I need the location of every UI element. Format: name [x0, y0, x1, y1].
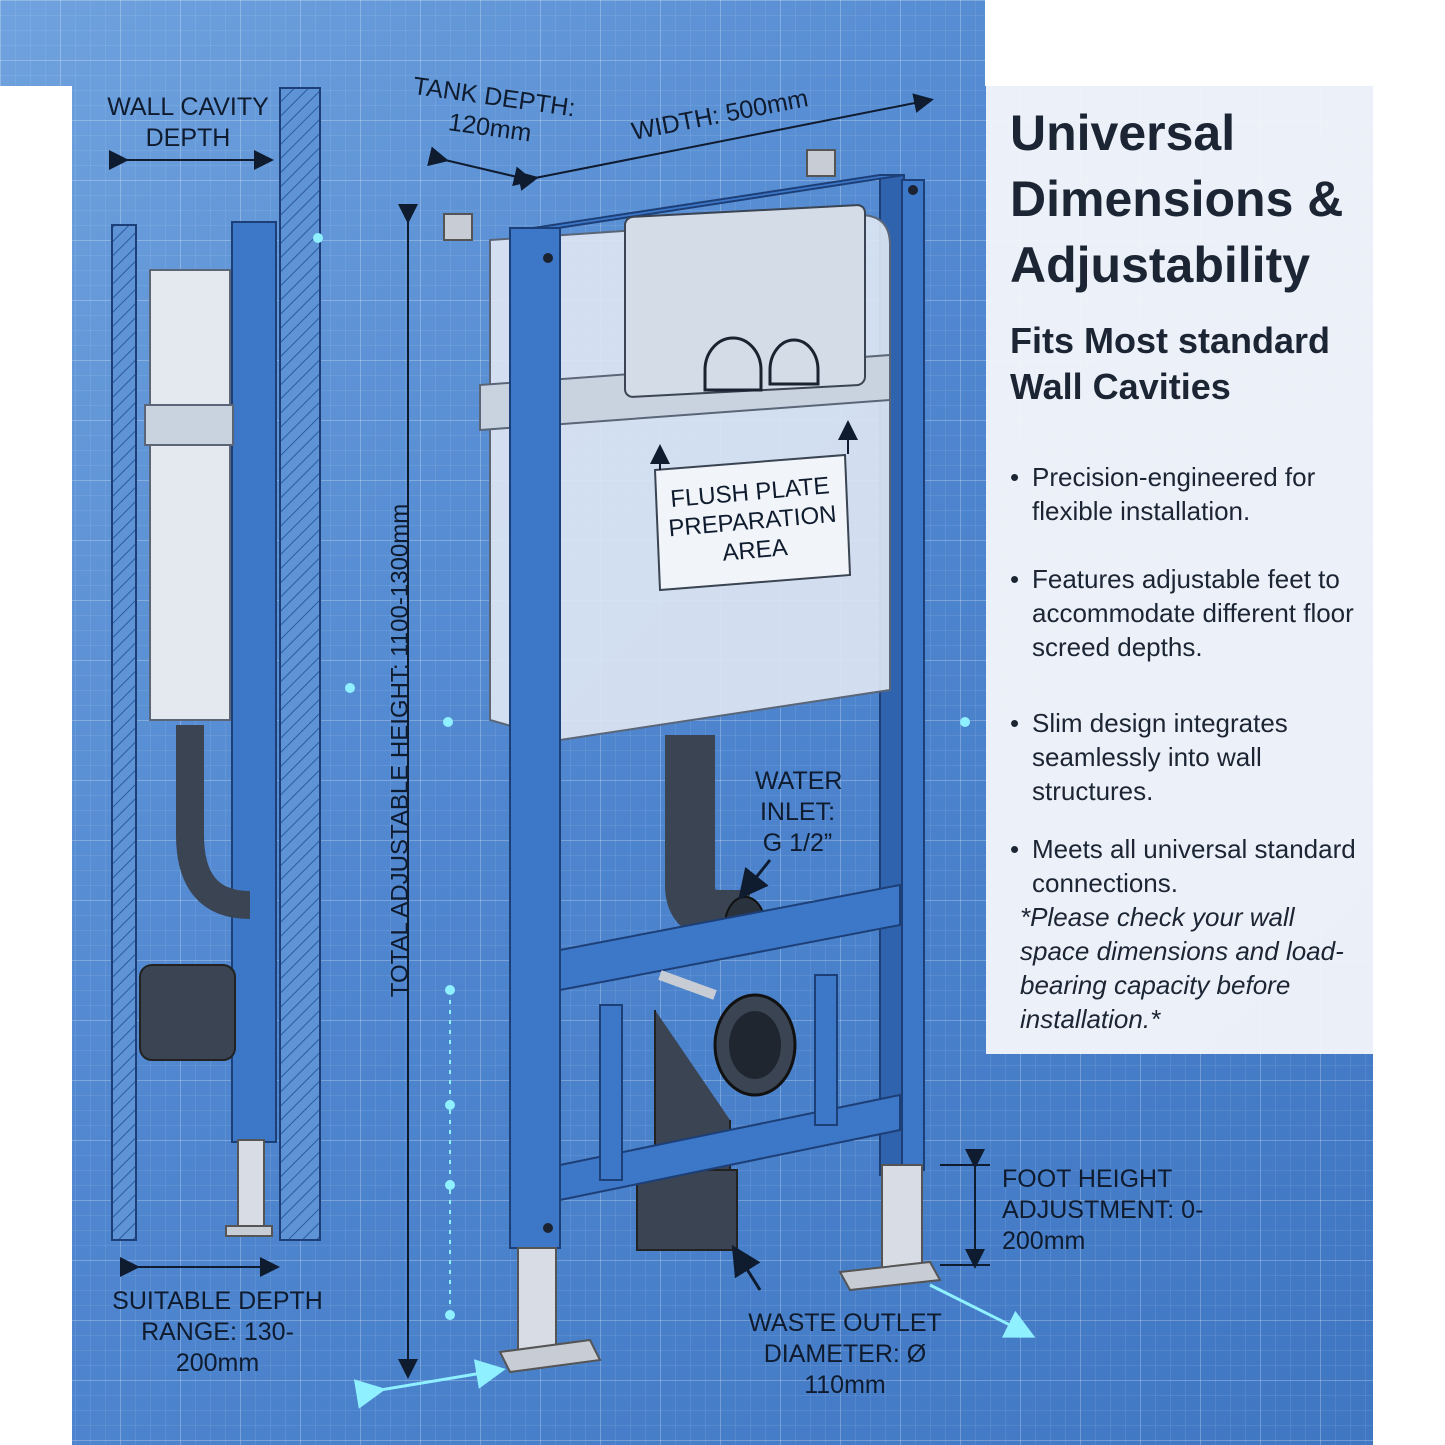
flush-button-left	[703, 336, 763, 392]
right-foot-plate	[838, 1260, 942, 1292]
wall-cavity-depth-label: WALL CAVITY DEPTH	[107, 93, 269, 152]
foot-height-label: FOOT HEIGHT ADJUSTMENT: 0-200mm	[1002, 1165, 1204, 1255]
support-rod	[658, 970, 717, 1000]
info-panel	[986, 86, 1373, 1054]
bullet-item: • Precision-engineered for flexible insta…	[1010, 460, 1370, 528]
side-frame-profile	[231, 221, 277, 1143]
bullet-text: Meets all universal standard connections…	[1032, 834, 1356, 898]
glow-guide-floor-right	[929, 1283, 1036, 1338]
left-wall-bracket	[443, 213, 473, 241]
screw-top-left	[543, 253, 553, 263]
side-waste-pipe	[139, 964, 236, 1061]
depth-range-label: SUITABLE DEPTH RANGE: 130-200mm	[112, 1287, 323, 1377]
bullet-marker: •	[1010, 708, 1020, 738]
side-view	[109, 87, 321, 1277]
panel-title: Universal Dimensions & Adjustability	[1010, 105, 1344, 293]
glow-node	[313, 233, 323, 243]
left-wall-section	[111, 224, 137, 1241]
inlet-pipe	[665, 735, 750, 940]
waste-outlet-label: WASTE OUTLET DIAMETER: Ø 110mm	[748, 1309, 942, 1399]
side-foot-plate	[225, 1225, 273, 1237]
bullet-marker: •	[1010, 834, 1020, 864]
bullet-marker: •	[1010, 462, 1020, 492]
front-left-upright	[509, 227, 561, 1249]
white-margin-top	[985, 0, 1445, 86]
left-foot-plate	[498, 1338, 602, 1374]
flush-plate	[624, 204, 866, 398]
waste-outlet-arrow	[731, 1244, 762, 1291]
glow-node	[345, 683, 355, 693]
side-cistern	[149, 269, 231, 721]
bullet-text: Slim design integrates seamlessly into w…	[1032, 708, 1288, 806]
tank-depth-dimension-line	[427, 146, 534, 187]
glow-node	[443, 717, 453, 727]
glow-node	[960, 717, 970, 727]
bullet-item: • Meets all universal standard connection…	[1010, 832, 1370, 900]
front-right-upright	[901, 179, 925, 1171]
flush-button-right	[768, 338, 820, 386]
inner-post-right	[814, 974, 838, 1126]
side-inlet-pipe	[176, 725, 251, 919]
side-cistern-band	[144, 404, 234, 446]
white-margin-left	[0, 86, 72, 1445]
panel-subtitle: Fits Most standard Wall Cavities	[1010, 320, 1331, 407]
flush-plate-area-box	[653, 453, 852, 592]
waste-outlet-pipe	[636, 1169, 738, 1251]
screw-bottom-left	[543, 1223, 553, 1233]
glow-node	[445, 1310, 455, 1320]
waste-socket-opening	[729, 1011, 781, 1079]
bullet-marker: •	[1010, 564, 1020, 594]
white-margin-right	[1373, 0, 1445, 1445]
total-height-label: TOTAL ADJUSTABLE HEIGHT: 1100-1300mm	[386, 503, 414, 998]
right-wall-section	[279, 87, 321, 1241]
right-adjustable-foot	[881, 1164, 923, 1276]
glow-node	[445, 985, 455, 995]
flush-plate-area-label: FLUSH PLATE PREPARATION AREA	[667, 472, 838, 567]
bullet-item: • Slim design integrates seamlessly into …	[1010, 706, 1370, 808]
glow-node	[445, 1180, 455, 1190]
right-wall-bracket	[806, 149, 836, 177]
inner-post-left	[599, 1004, 623, 1181]
bullet-text: Features adjustable feet to accommodate …	[1032, 564, 1354, 662]
front-view	[313, 93, 1036, 1409]
glow-node	[445, 1100, 455, 1110]
bullet-text: Precision-engineered for flexible instal…	[1032, 462, 1316, 526]
side-adjustable-foot	[237, 1139, 265, 1231]
installation-note: *Please check your wall space dimensions…	[1020, 902, 1344, 1034]
screw-top-right	[908, 185, 918, 195]
water-inlet-label: WATER INLET: G 1/2”	[755, 767, 843, 857]
left-adjustable-foot	[517, 1247, 557, 1359]
glow-guide-floor-left	[353, 1359, 506, 1409]
mid-crossbar	[559, 883, 901, 992]
bullet-item: • Features adjustable feet to accommodate…	[1010, 562, 1370, 664]
width-dimension-line	[517, 93, 934, 191]
water-inlet-arrow	[738, 859, 772, 900]
